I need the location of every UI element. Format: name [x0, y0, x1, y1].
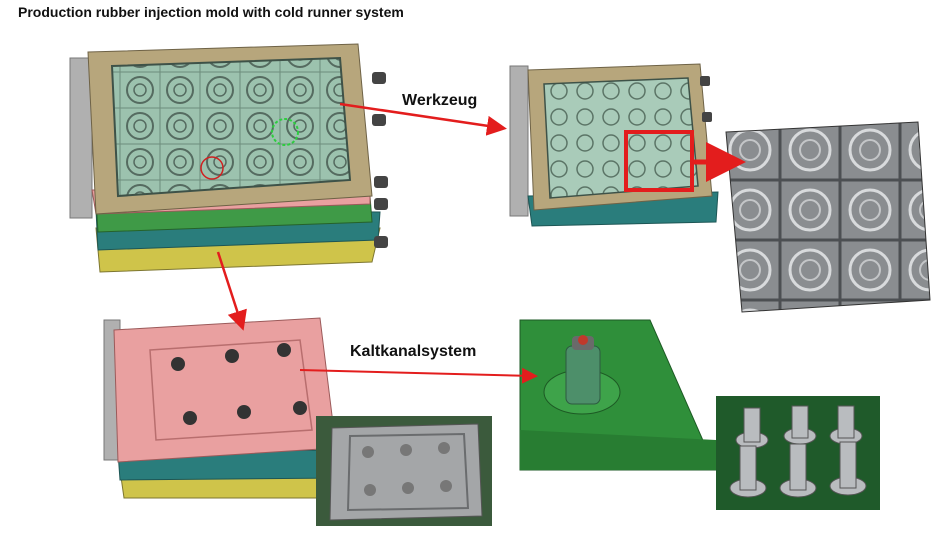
- arrow-to-nozzle: [299, 367, 538, 384]
- arrow-to-werkzeug: [339, 102, 507, 136]
- runner-plate-photo: [316, 416, 492, 526]
- main-mold-model: [69, 43, 388, 273]
- arrow-to-kaltkanal-plate: [216, 251, 247, 331]
- page-title: Production rubber injection mold with co…: [18, 4, 404, 20]
- nozzle-parts-photo: [716, 396, 880, 510]
- cavity-plate-photo: [725, 121, 931, 313]
- cold-runner-nozzle-model: [519, 319, 717, 471]
- werkzeug-mold-model: [509, 63, 719, 227]
- cold-runner-plate-model: [103, 317, 343, 499]
- kaltkanalsystem-label: Kaltkanalsystem: [350, 343, 477, 360]
- werkzeug-label: Werkzeug: [402, 92, 478, 109]
- arrows: [216, 102, 746, 384]
